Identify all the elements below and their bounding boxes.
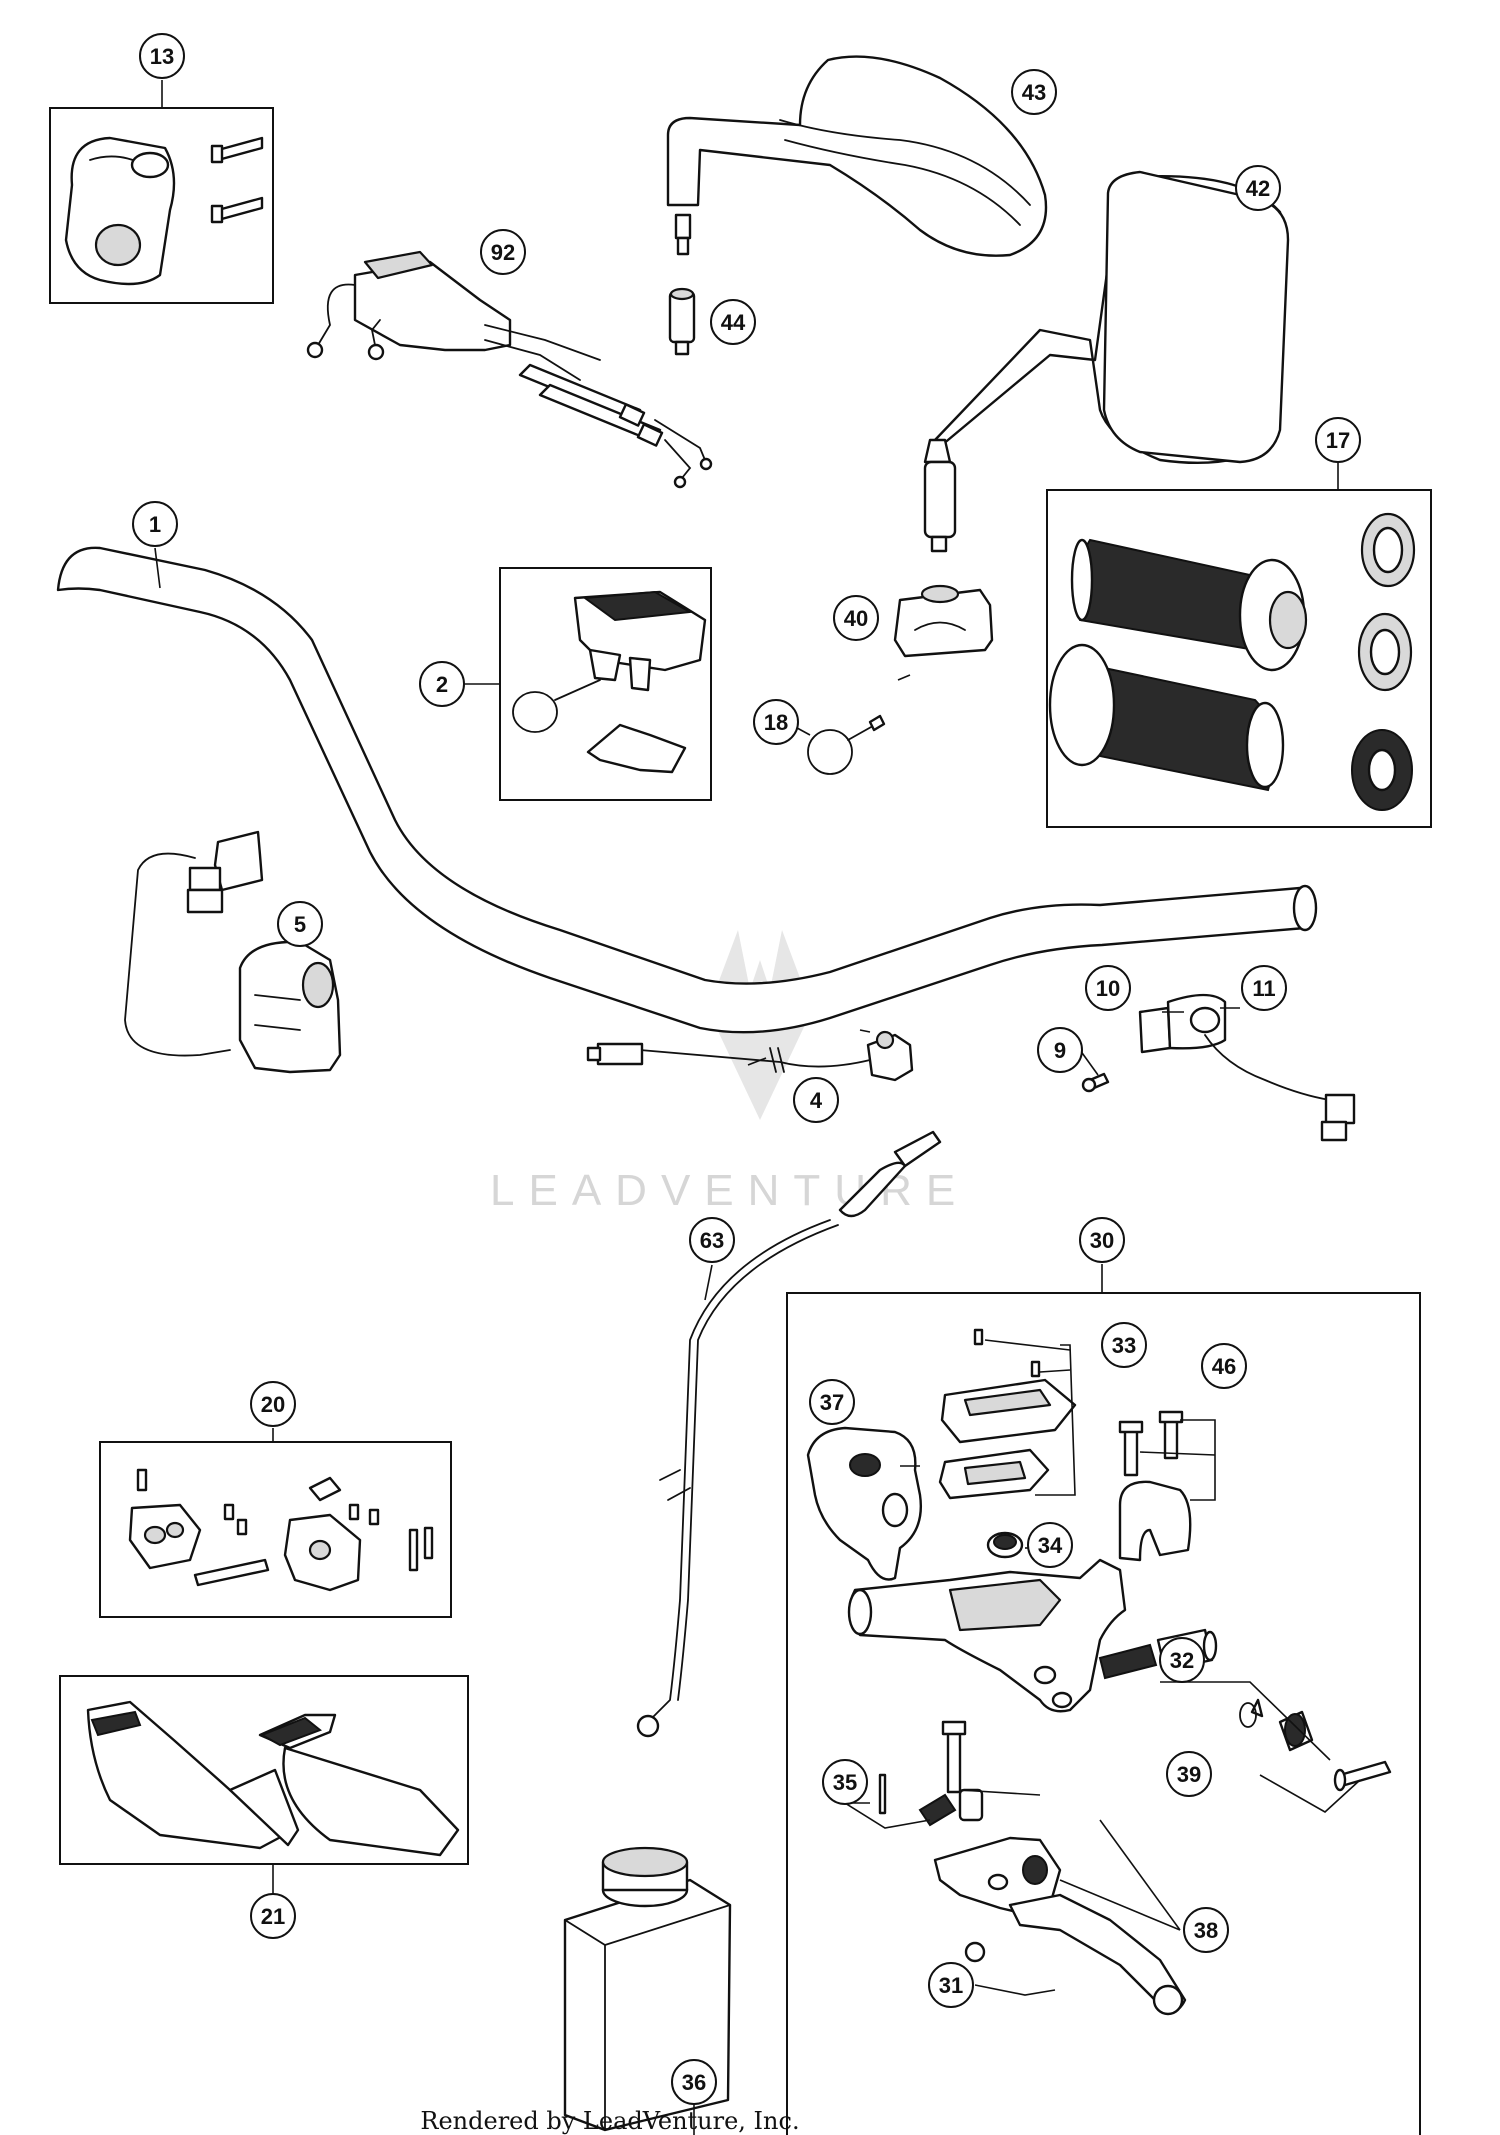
box-17	[1046, 489, 1432, 828]
svg-text:4: 4	[810, 1088, 823, 1113]
part-13-clamp[interactable]	[64, 136, 264, 286]
callout-13[interactable]: 13	[139, 33, 185, 79]
part-20-switch-kit[interactable]	[128, 1468, 434, 1592]
part-4-switch[interactable]	[586, 1030, 914, 1082]
callout-35[interactable]: 35	[822, 1759, 868, 1805]
part-43-mirror[interactable]	[666, 55, 1048, 257]
svg-text:11: 11	[1252, 976, 1275, 1001]
svg-text:36: 36	[682, 2070, 706, 2095]
svg-text:35: 35	[833, 1770, 857, 1795]
callout-2[interactable]: 2	[419, 661, 465, 707]
callout-63[interactable]: 63	[689, 1217, 735, 1263]
box-30	[786, 1292, 1421, 2135]
box-20	[99, 1441, 452, 1618]
svg-text:42: 42	[1246, 176, 1270, 201]
svg-text:13: 13	[150, 44, 174, 69]
part-5-switch[interactable]	[124, 830, 342, 1074]
svg-text:92: 92	[491, 240, 515, 265]
callout-42[interactable]: 42	[1235, 165, 1281, 211]
callout-40[interactable]: 40	[833, 595, 879, 641]
svg-text:9: 9	[1054, 1038, 1066, 1063]
callout-4[interactable]: 4	[793, 1077, 839, 1123]
callout-18[interactable]: 18	[753, 699, 799, 745]
callout-32[interactable]: 32	[1159, 1637, 1205, 1683]
part-2-switch[interactable]	[512, 590, 707, 774]
svg-text:33: 33	[1112, 1333, 1136, 1358]
svg-text:46: 46	[1212, 1354, 1236, 1379]
part-40-clamp[interactable]	[893, 584, 994, 658]
callout-38[interactable]: 38	[1183, 1907, 1229, 1953]
callout-36[interactable]: 36	[671, 2059, 717, 2105]
part-18-cable-tie[interactable]	[807, 714, 886, 775]
callout-17[interactable]: 17	[1315, 417, 1361, 463]
svg-text:34: 34	[1038, 1533, 1063, 1558]
handlebar[interactable]	[56, 546, 1318, 1034]
box-21	[59, 1675, 469, 1865]
svg-text:30: 30	[1090, 1228, 1114, 1253]
callout-30[interactable]: 30	[1079, 1217, 1125, 1263]
svg-text:39: 39	[1177, 1762, 1201, 1787]
part-44-adapter[interactable]	[668, 287, 696, 356]
svg-text:38: 38	[1194, 1918, 1218, 1943]
svg-text:5: 5	[294, 912, 306, 937]
part-42-mirror[interactable]	[923, 170, 1290, 553]
callout-5[interactable]: 5	[277, 901, 323, 947]
svg-text:20: 20	[261, 1392, 285, 1417]
callout-20[interactable]: 20	[250, 1381, 296, 1427]
part-30-master-cylinder[interactable]	[806, 1328, 1392, 2016]
part-63-brake-line[interactable]	[636, 1130, 942, 1738]
part-9-10-11-clamp-sensor[interactable]	[1081, 993, 1356, 1142]
svg-text:32: 32	[1170, 1648, 1194, 1673]
callout-34[interactable]: 34	[1027, 1522, 1073, 1568]
svg-text:44: 44	[721, 310, 746, 335]
part-21-hand-guards[interactable]	[86, 1700, 460, 1857]
callout-43[interactable]: 43	[1011, 69, 1057, 115]
svg-text:63: 63	[700, 1228, 724, 1253]
callout-21[interactable]: 21	[250, 1893, 296, 1939]
svg-text:17: 17	[1326, 428, 1350, 453]
callout-31[interactable]: 31	[928, 1962, 974, 2008]
callout-37[interactable]: 37	[809, 1379, 855, 1425]
callout-92[interactable]: 92	[480, 229, 526, 275]
callout-11[interactable]: 11	[1241, 965, 1287, 1011]
part-92-throttle[interactable]	[306, 250, 713, 489]
footer-credit: Rendered by LeadVenture, Inc.	[420, 2107, 799, 2135]
svg-text:40: 40	[844, 606, 868, 631]
svg-text:21: 21	[261, 1904, 285, 1929]
callout-1[interactable]: 1	[132, 501, 178, 547]
svg-text:10: 10	[1096, 976, 1120, 1001]
svg-text:18: 18	[764, 710, 788, 735]
svg-text:1: 1	[149, 512, 161, 537]
leader-lines	[154, 80, 1361, 2135]
svg-text:31: 31	[939, 1973, 963, 1998]
svg-text:2: 2	[436, 672, 448, 697]
callout-10[interactable]: 10	[1085, 965, 1131, 1011]
callout-9[interactable]: 9	[1037, 1027, 1083, 1073]
callout-44[interactable]: 44	[710, 299, 756, 345]
callout-39[interactable]: 39	[1166, 1751, 1212, 1797]
svg-text:37: 37	[820, 1390, 844, 1415]
svg-text:43: 43	[1022, 80, 1046, 105]
callout-46[interactable]: 46	[1201, 1343, 1247, 1389]
part-17-grips[interactable]	[1048, 512, 1416, 811]
callout-33[interactable]: 33	[1101, 1322, 1147, 1368]
